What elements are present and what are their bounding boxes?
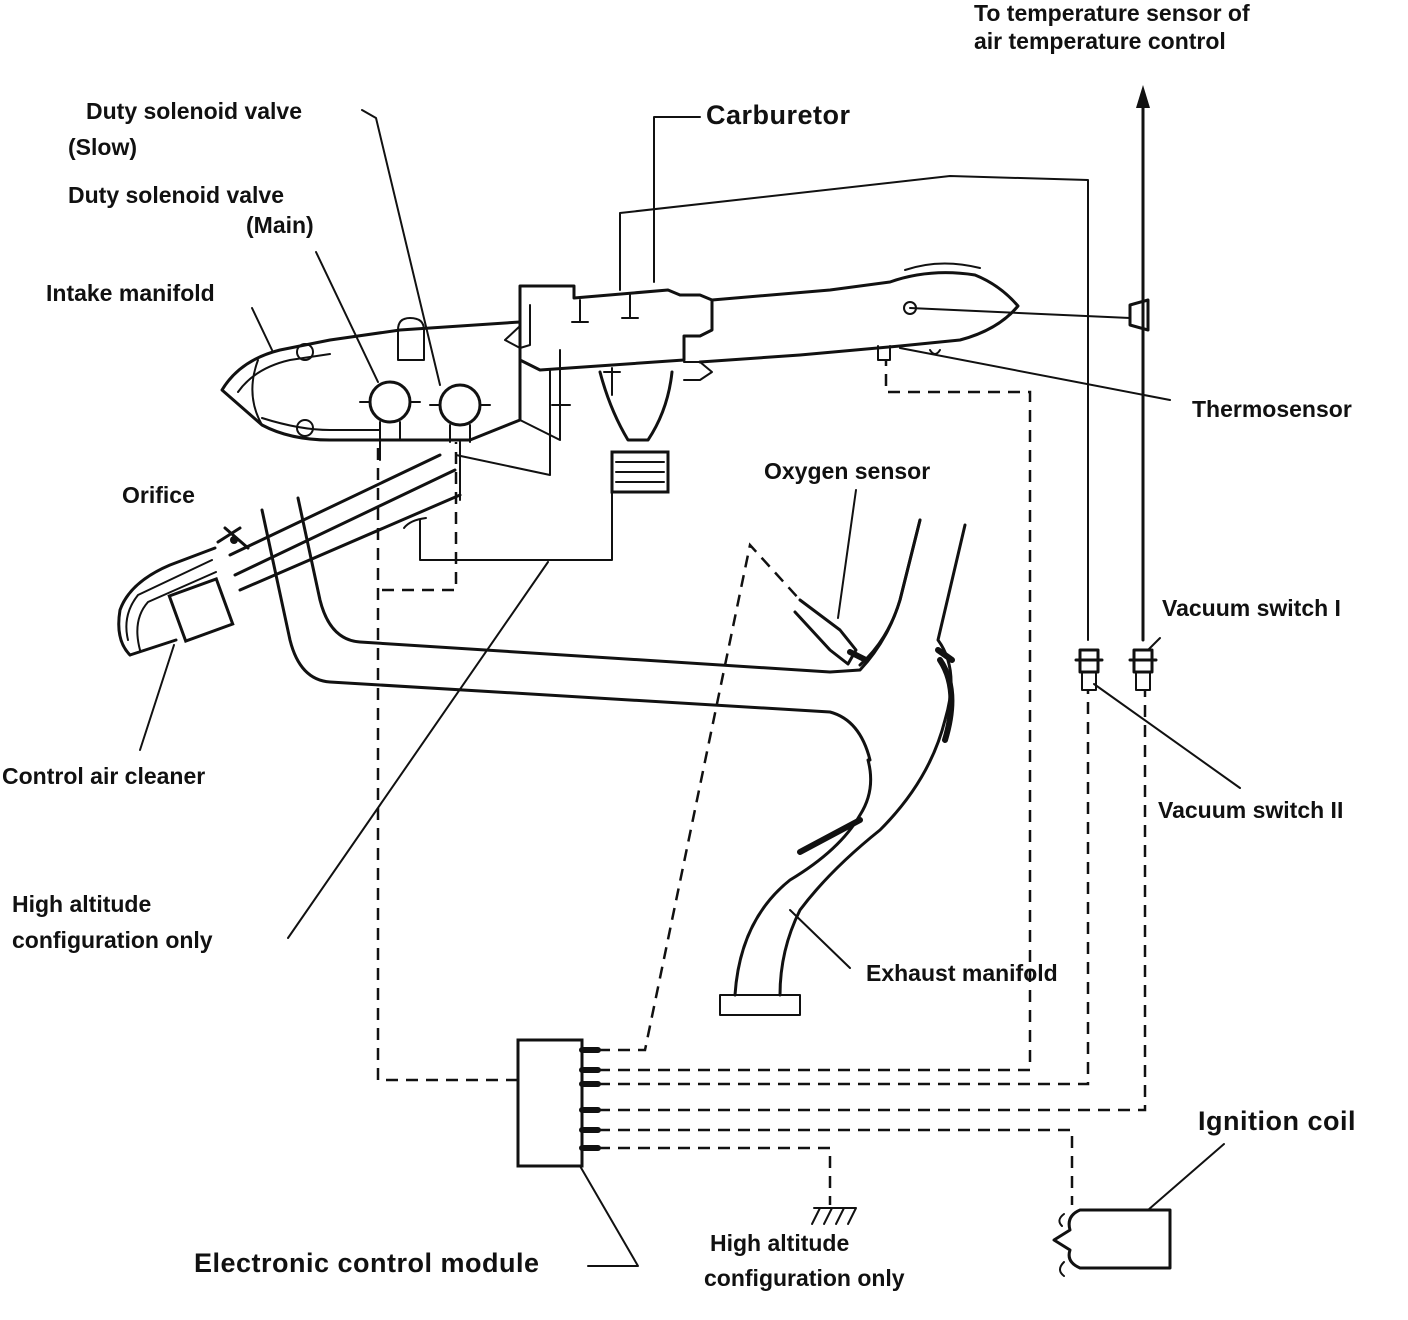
label-orifice: Orifice (122, 482, 195, 508)
label-high-altitude-left: High altitude (12, 891, 152, 917)
label-ecm: Electronic control module (194, 1248, 540, 1278)
label-high-altitude-left-2: configuration only (12, 927, 213, 953)
label-carburetor: Carburetor (706, 100, 851, 130)
thermosensor-unit (909, 298, 1150, 332)
ignition-coil (1052, 1208, 1172, 1277)
exhaust-manifold (719, 518, 967, 1016)
label-control-air-cleaner: Control air cleaner (2, 763, 206, 789)
vacuum-switch-2-unit (1074, 648, 1104, 691)
label-duty-slow-2: (Slow) (68, 134, 137, 160)
intake-manifold (220, 317, 522, 442)
label-oxygen-sensor: Oxygen sensor (764, 458, 931, 484)
label-vacuum-switch-2: Vacuum switch II (1158, 797, 1344, 823)
label-high-altitude-bottom: High altitude (710, 1230, 850, 1256)
air-duct (698, 262, 1020, 364)
ground-symbol (811, 1207, 857, 1225)
leader-lines (139, 109, 1241, 1267)
label-duty-slow: Duty solenoid valve (86, 98, 303, 124)
carburetor (504, 284, 714, 494)
switch-hoses (619, 85, 1150, 642)
label-thermosensor: Thermosensor (1192, 396, 1352, 422)
orifice (216, 526, 250, 550)
label-exhaust-manifold: Exhaust manifold (866, 960, 1058, 986)
duty-solenoid-valve-main (359, 380, 421, 441)
label-high-altitude-bottom-2: configuration only (704, 1265, 905, 1291)
label-duty-main-2: (Main) (246, 212, 314, 238)
label-duty-main: Duty solenoid valve (68, 182, 285, 208)
vacuum-switch-1-unit (1128, 648, 1158, 691)
label-ignition-coil: Ignition coil (1198, 1106, 1356, 1136)
electronic-control-module (516, 1038, 601, 1168)
control-air-cleaner (117, 546, 235, 657)
label-temp-sensor-2: air temperature control (974, 28, 1226, 54)
duty-solenoid-valve-slow (429, 383, 491, 443)
label-intake-manifold: Intake manifold (46, 280, 215, 306)
wiring (376, 360, 1147, 1205)
label-temp-sensor: To temperature sensor of (974, 0, 1250, 26)
oxygen-sensor (793, 598, 869, 666)
vacuum-hoses (228, 349, 613, 592)
label-vacuum-switch-1: Vacuum switch I (1162, 595, 1341, 621)
